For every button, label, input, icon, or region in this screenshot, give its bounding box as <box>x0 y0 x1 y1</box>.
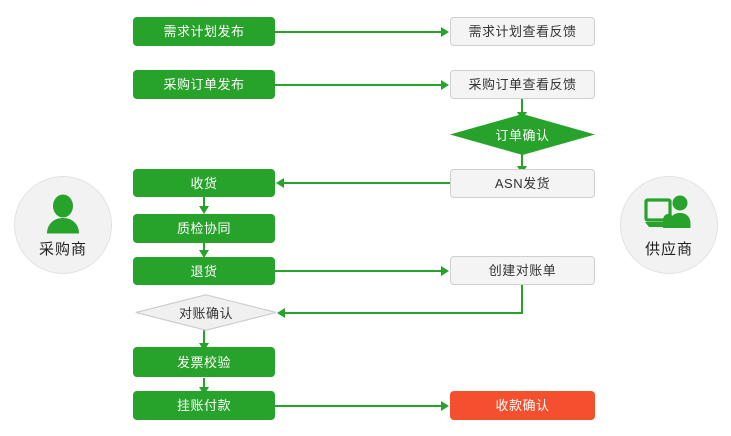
node-statement-confirm[interactable]: 对账确认 <box>135 294 277 331</box>
edge-order-confirm-to-asn <box>521 154 523 170</box>
node-invoice-check[interactable]: 发票校验 <box>133 347 275 377</box>
edge-receive-to-quality <box>203 197 205 209</box>
edge-po-publish-arrowhead <box>441 80 449 90</box>
actor-buyer-label: 采购商 <box>38 240 87 258</box>
edge-receive-to-quality-arrowhead <box>199 206 209 214</box>
node-order-confirm[interactable]: 订单确认 <box>450 114 595 155</box>
node-receive-goods[interactable]: 收货 <box>133 169 275 197</box>
edge-quality-to-return-arrowhead <box>199 250 209 258</box>
edge-po-to-order-confirm <box>521 98 523 115</box>
edge-asn-to-receive-arrowhead <box>276 178 284 188</box>
edge-payment-to-receipt <box>275 405 442 407</box>
edge-statement-to-confirm-arrowhead <box>277 308 285 318</box>
node-po-feedback[interactable]: 采购订单查看反馈 <box>450 70 595 99</box>
edge-demand-plan <box>275 31 442 33</box>
node-quality-collab[interactable]: 质检协同 <box>133 214 275 243</box>
edge-asn-to-receive <box>283 182 450 184</box>
node-payment[interactable]: 挂账付款 <box>133 391 275 420</box>
edge-return-to-statement <box>275 270 442 272</box>
edge-statement-to-confirm <box>284 312 523 314</box>
edge-confirm-to-invoice <box>203 330 205 347</box>
node-demand-plan-publish[interactable]: 需求计划发布 <box>133 17 275 46</box>
edge-invoice-to-payment <box>203 378 205 390</box>
actor-buyer: 采购商 <box>14 176 112 274</box>
node-order-confirm-label: 订单确认 <box>495 128 550 143</box>
actor-supplier: 供应商 <box>620 176 718 274</box>
node-statement-confirm-label: 对账确认 <box>178 306 233 321</box>
node-create-statement[interactable]: 创建对账单 <box>450 256 595 285</box>
node-demand-plan-feedback[interactable]: 需求计划查看反馈 <box>450 17 595 46</box>
edge-quality-to-return <box>203 243 205 254</box>
node-asn-ship[interactable]: ASN发货 <box>450 169 595 198</box>
actor-supplier-label: 供应商 <box>644 240 693 258</box>
edge-return-to-statement-arrowhead <box>441 266 449 276</box>
node-po-publish[interactable]: 采购订单发布 <box>133 70 275 99</box>
node-receipt-confirm[interactable]: 收款确认 <box>450 391 595 420</box>
node-return-goods[interactable]: 退货 <box>133 257 275 285</box>
person-icon <box>38 192 88 236</box>
edge-po-publish <box>275 84 442 86</box>
edge-statement-down <box>521 284 523 314</box>
edge-payment-to-receipt-arrowhead <box>441 401 449 411</box>
edge-demand-plan-arrowhead <box>441 27 449 37</box>
person-at-computer-icon <box>644 192 694 236</box>
